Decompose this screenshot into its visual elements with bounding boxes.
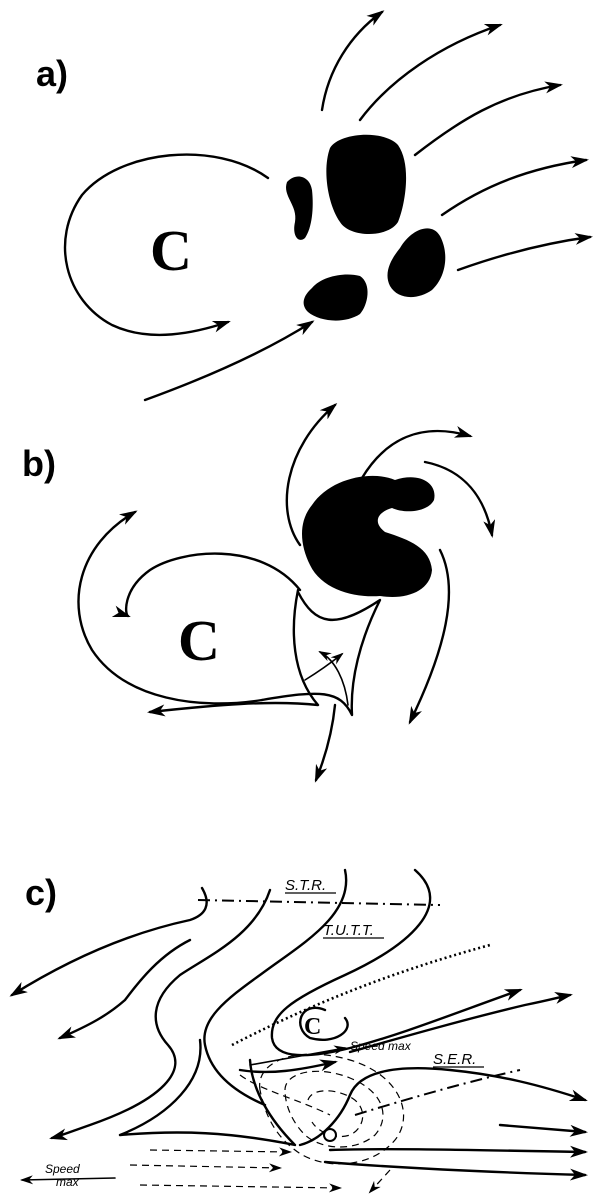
tutt-axis bbox=[231, 943, 491, 1047]
str-axis bbox=[197, 899, 441, 906]
streamline-arrow-icon bbox=[270, 868, 523, 1057]
jet-arrow bbox=[368, 1169, 391, 1194]
jet-contour bbox=[239, 1074, 331, 1116]
cyclone-center-label: C bbox=[150, 218, 192, 283]
streamline-arrow-icon bbox=[498, 1123, 588, 1137]
cyclone-center-label: C bbox=[178, 608, 220, 673]
deformation-cusp bbox=[260, 590, 382, 717]
speed-max-arrow bbox=[249, 1045, 347, 1066]
str-label: S.T.R. bbox=[285, 877, 326, 894]
deformation-arrow bbox=[318, 651, 349, 706]
deformation-cusp bbox=[118, 1038, 297, 1147]
speed-max-lower-label: Speed bbox=[45, 1162, 80, 1176]
speed-max-lower-label-2: max bbox=[56, 1175, 80, 1189]
outflow-arrow bbox=[314, 703, 337, 783]
panel-a: a) C bbox=[36, 10, 593, 402]
convective-cloud-icon bbox=[302, 475, 435, 597]
panel-c-label: c) bbox=[25, 872, 57, 913]
streamline-arrow-icon bbox=[49, 888, 272, 1141]
panel-c: c) S.T.R. T.U.T.T. S.E.R. C bbox=[9, 868, 588, 1194]
ser-axis bbox=[354, 1069, 521, 1116]
speed-max-arrow bbox=[20, 1175, 116, 1185]
outflow-arrow bbox=[320, 10, 385, 112]
jet-contour bbox=[307, 1090, 364, 1138]
panel-b: b) C bbox=[22, 403, 496, 783]
cyclone-circulation-arrow bbox=[111, 552, 302, 618]
inflow-arrow bbox=[143, 320, 315, 402]
cyclone-circulation-arrow bbox=[77, 510, 264, 705]
streamline-arrow-icon bbox=[57, 938, 192, 1040]
jet-contour bbox=[284, 1070, 384, 1148]
jet-arrow bbox=[139, 1183, 342, 1193]
ser-label: S.E.R. bbox=[433, 1051, 476, 1068]
deformation-arrow bbox=[304, 652, 344, 681]
cyclone-circulation-arrow bbox=[147, 588, 320, 717]
streamline-arrow-icon bbox=[238, 1059, 338, 1074]
convective-cloud-icon bbox=[387, 228, 446, 298]
streamline-arrow-icon bbox=[323, 1160, 588, 1181]
streamline-arrow-icon bbox=[203, 868, 348, 1107]
streamline-arrow-icon bbox=[9, 886, 208, 997]
panel-a-label: a) bbox=[36, 53, 68, 94]
convective-cloud-icon bbox=[286, 176, 313, 240]
jet-arrow bbox=[129, 1163, 282, 1173]
panel-b-label: b) bbox=[22, 443, 56, 484]
outflow-arrow bbox=[358, 23, 503, 122]
outflow-arrow bbox=[360, 426, 473, 480]
outflow-arrow bbox=[456, 233, 593, 272]
streamline-arrow-icon bbox=[328, 1145, 588, 1158]
tutt-label: T.U.T.T. bbox=[323, 922, 374, 939]
cyclone-circulation-arrow bbox=[63, 153, 270, 337]
jet-contour bbox=[259, 1053, 405, 1165]
outflow-arrow bbox=[408, 548, 451, 725]
outflow-arrow bbox=[423, 460, 496, 538]
upper-low-center-label: C bbox=[304, 1014, 321, 1040]
streamline-arrow-icon bbox=[298, 1067, 588, 1147]
upper-low-circulation bbox=[299, 1006, 349, 1041]
outflow-arrow bbox=[285, 403, 338, 547]
outflow-arrow bbox=[413, 81, 563, 157]
convective-cloud-icon bbox=[303, 274, 368, 321]
streamline-arrow-icon bbox=[348, 992, 573, 1054]
speed-max-upper-label: Speed max bbox=[350, 1039, 412, 1053]
jet-arrow bbox=[149, 1147, 292, 1157]
outflow-arrow bbox=[440, 156, 589, 217]
convective-cloud-icon bbox=[326, 134, 407, 234]
disturbance-center-icon bbox=[323, 1128, 337, 1142]
